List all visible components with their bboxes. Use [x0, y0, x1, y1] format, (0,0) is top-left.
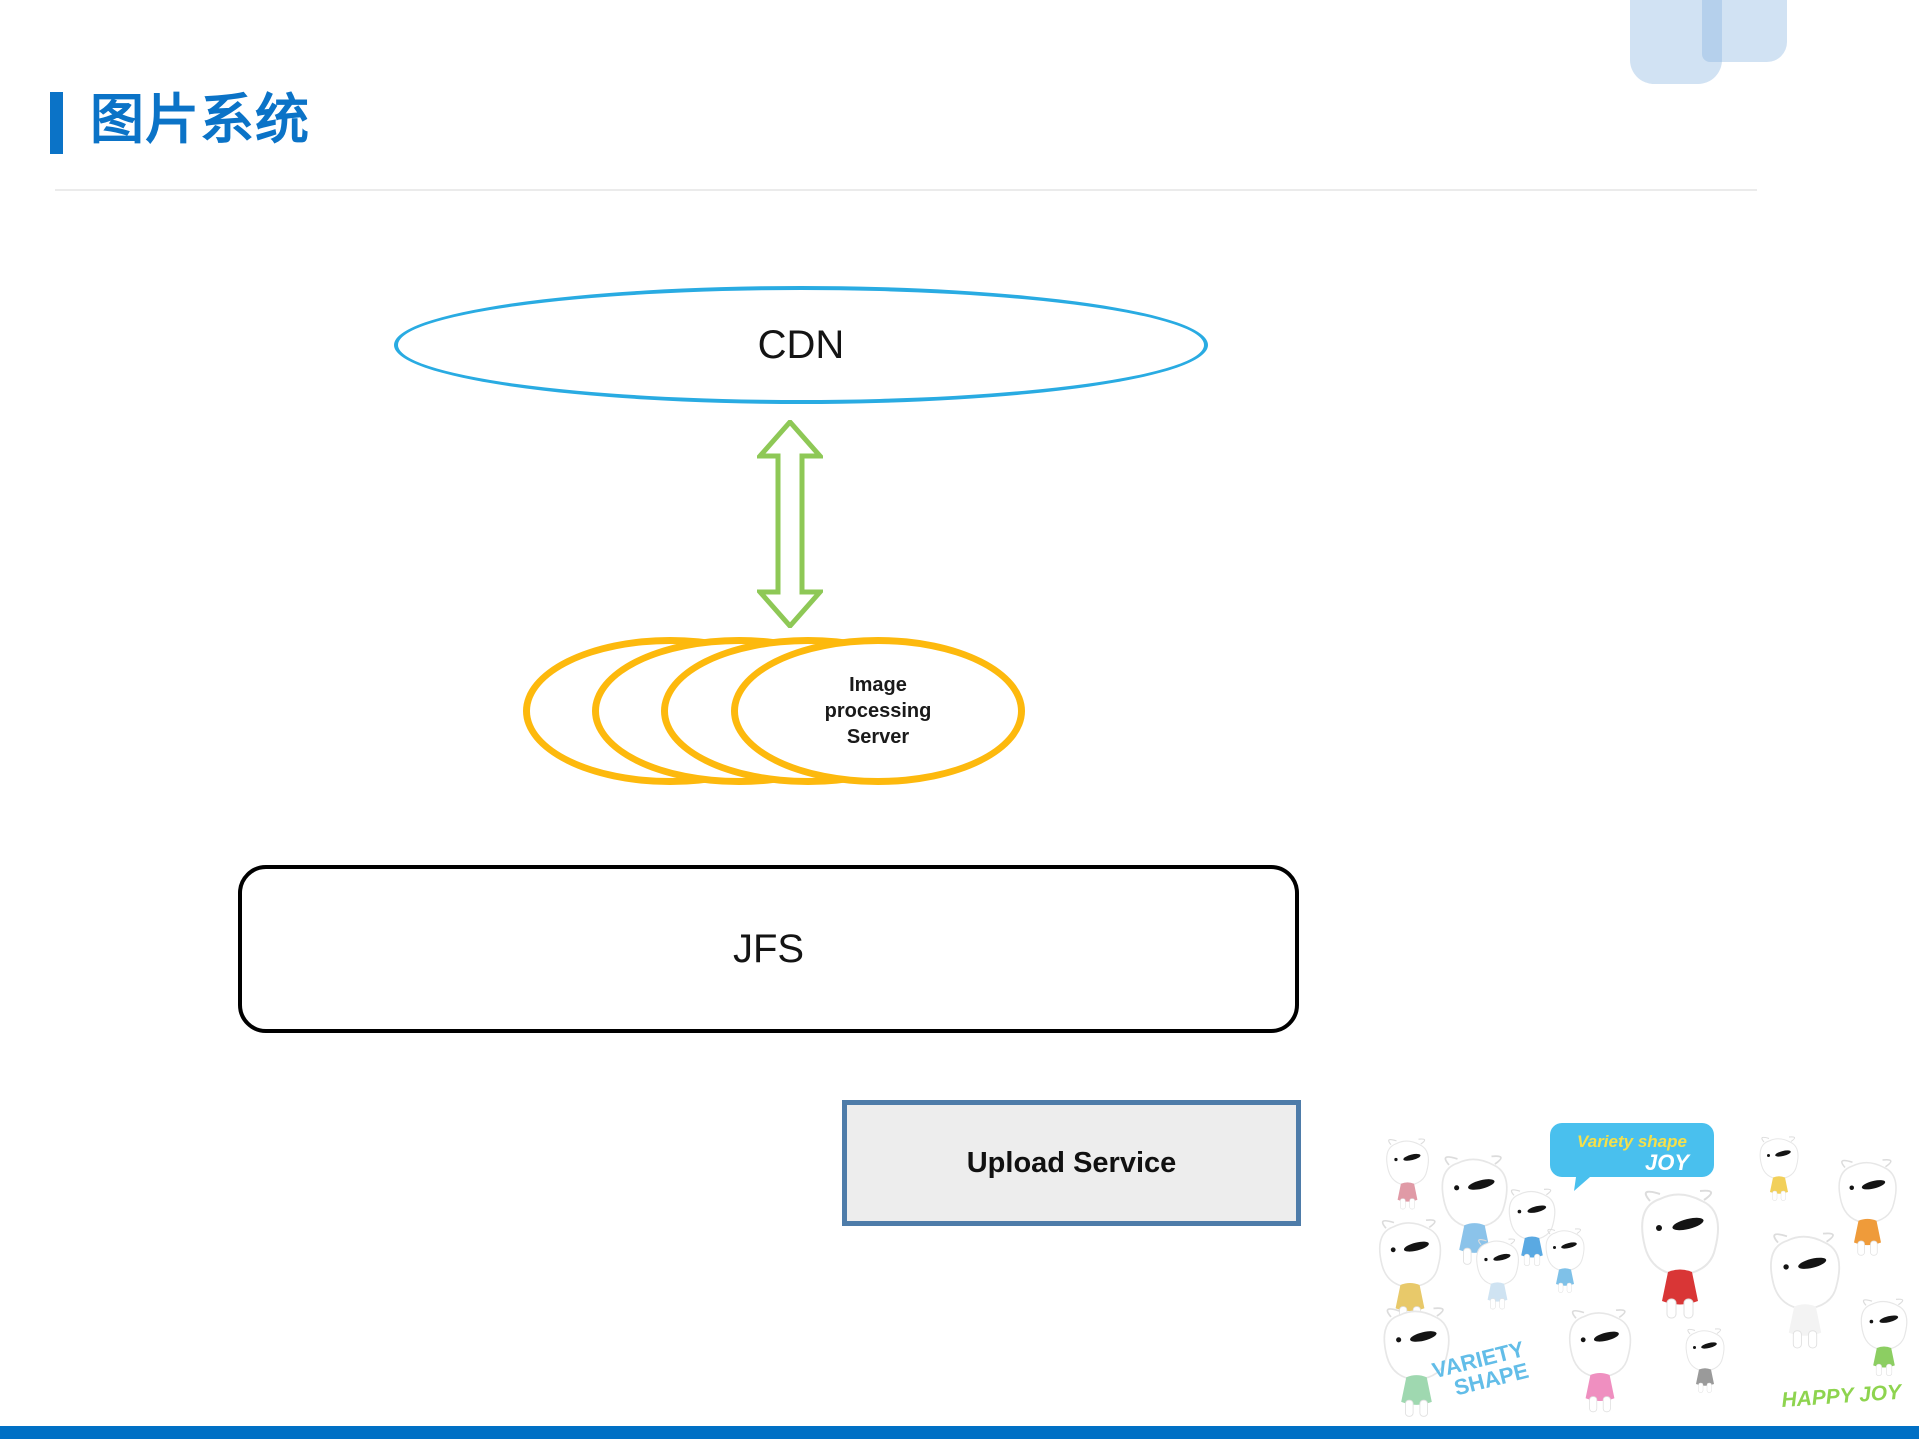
image-processing-server-ellipse: Image processing Server: [731, 637, 1025, 785]
joy-mascot-figure: [1378, 1219, 1442, 1323]
double-arrow-icon: [757, 420, 823, 628]
joy-mascot-figure: [1685, 1328, 1725, 1393]
joy-mascot-figure: [1770, 1232, 1841, 1349]
corner-decor-square-large: [1630, 0, 1722, 84]
title-divider-line: [55, 189, 1757, 191]
variety-shape-joy-bubble: Variety shape JOY: [1550, 1123, 1714, 1191]
jfs-label: JFS: [732, 926, 805, 971]
happy-joy-text: HAPPY JOY: [1781, 1381, 1904, 1412]
joy-mascot-figure: [1545, 1228, 1585, 1293]
cdn-label: CDN: [757, 322, 845, 367]
upload-service-label: Upload Service: [966, 1146, 1177, 1179]
bubble-text-line1: Variety shape: [1577, 1132, 1687, 1151]
joy-mascot-figure: [1476, 1238, 1519, 1310]
corner-decor-square-small: [1702, 0, 1787, 62]
cdn-ellipse: CDN: [394, 286, 1208, 404]
upload-service-box: Upload Service: [842, 1100, 1301, 1226]
mascot-illustration: Variety shape JOY VARIETY SHAPE HAPPY JO…: [1378, 1123, 1908, 1418]
double-arrow-shape: [757, 420, 823, 628]
bubble-shape: [1550, 1123, 1714, 1191]
mascot-image: Variety shape JOY VARIETY SHAPE HAPPY JO…: [1362, 1115, 1919, 1425]
joy-mascot-figure: [1860, 1298, 1908, 1377]
joy-mascot-figure: [1759, 1136, 1799, 1201]
joy-mascot-figure: [1386, 1138, 1429, 1210]
jfs-box: JFS: [238, 865, 1299, 1033]
joy-mascot-figure: [1568, 1309, 1632, 1413]
joy-mascot-figure: [1838, 1159, 1897, 1256]
footer-bar: [0, 1426, 1919, 1439]
page-title: 图片系统: [90, 90, 310, 150]
bubble-text-line2: JOY: [1645, 1150, 1691, 1175]
joy-mascot-figure: [1641, 1189, 1720, 1319]
title-accent-bar: [50, 92, 63, 154]
image-processing-server-label: Image processing Server: [824, 674, 932, 748]
